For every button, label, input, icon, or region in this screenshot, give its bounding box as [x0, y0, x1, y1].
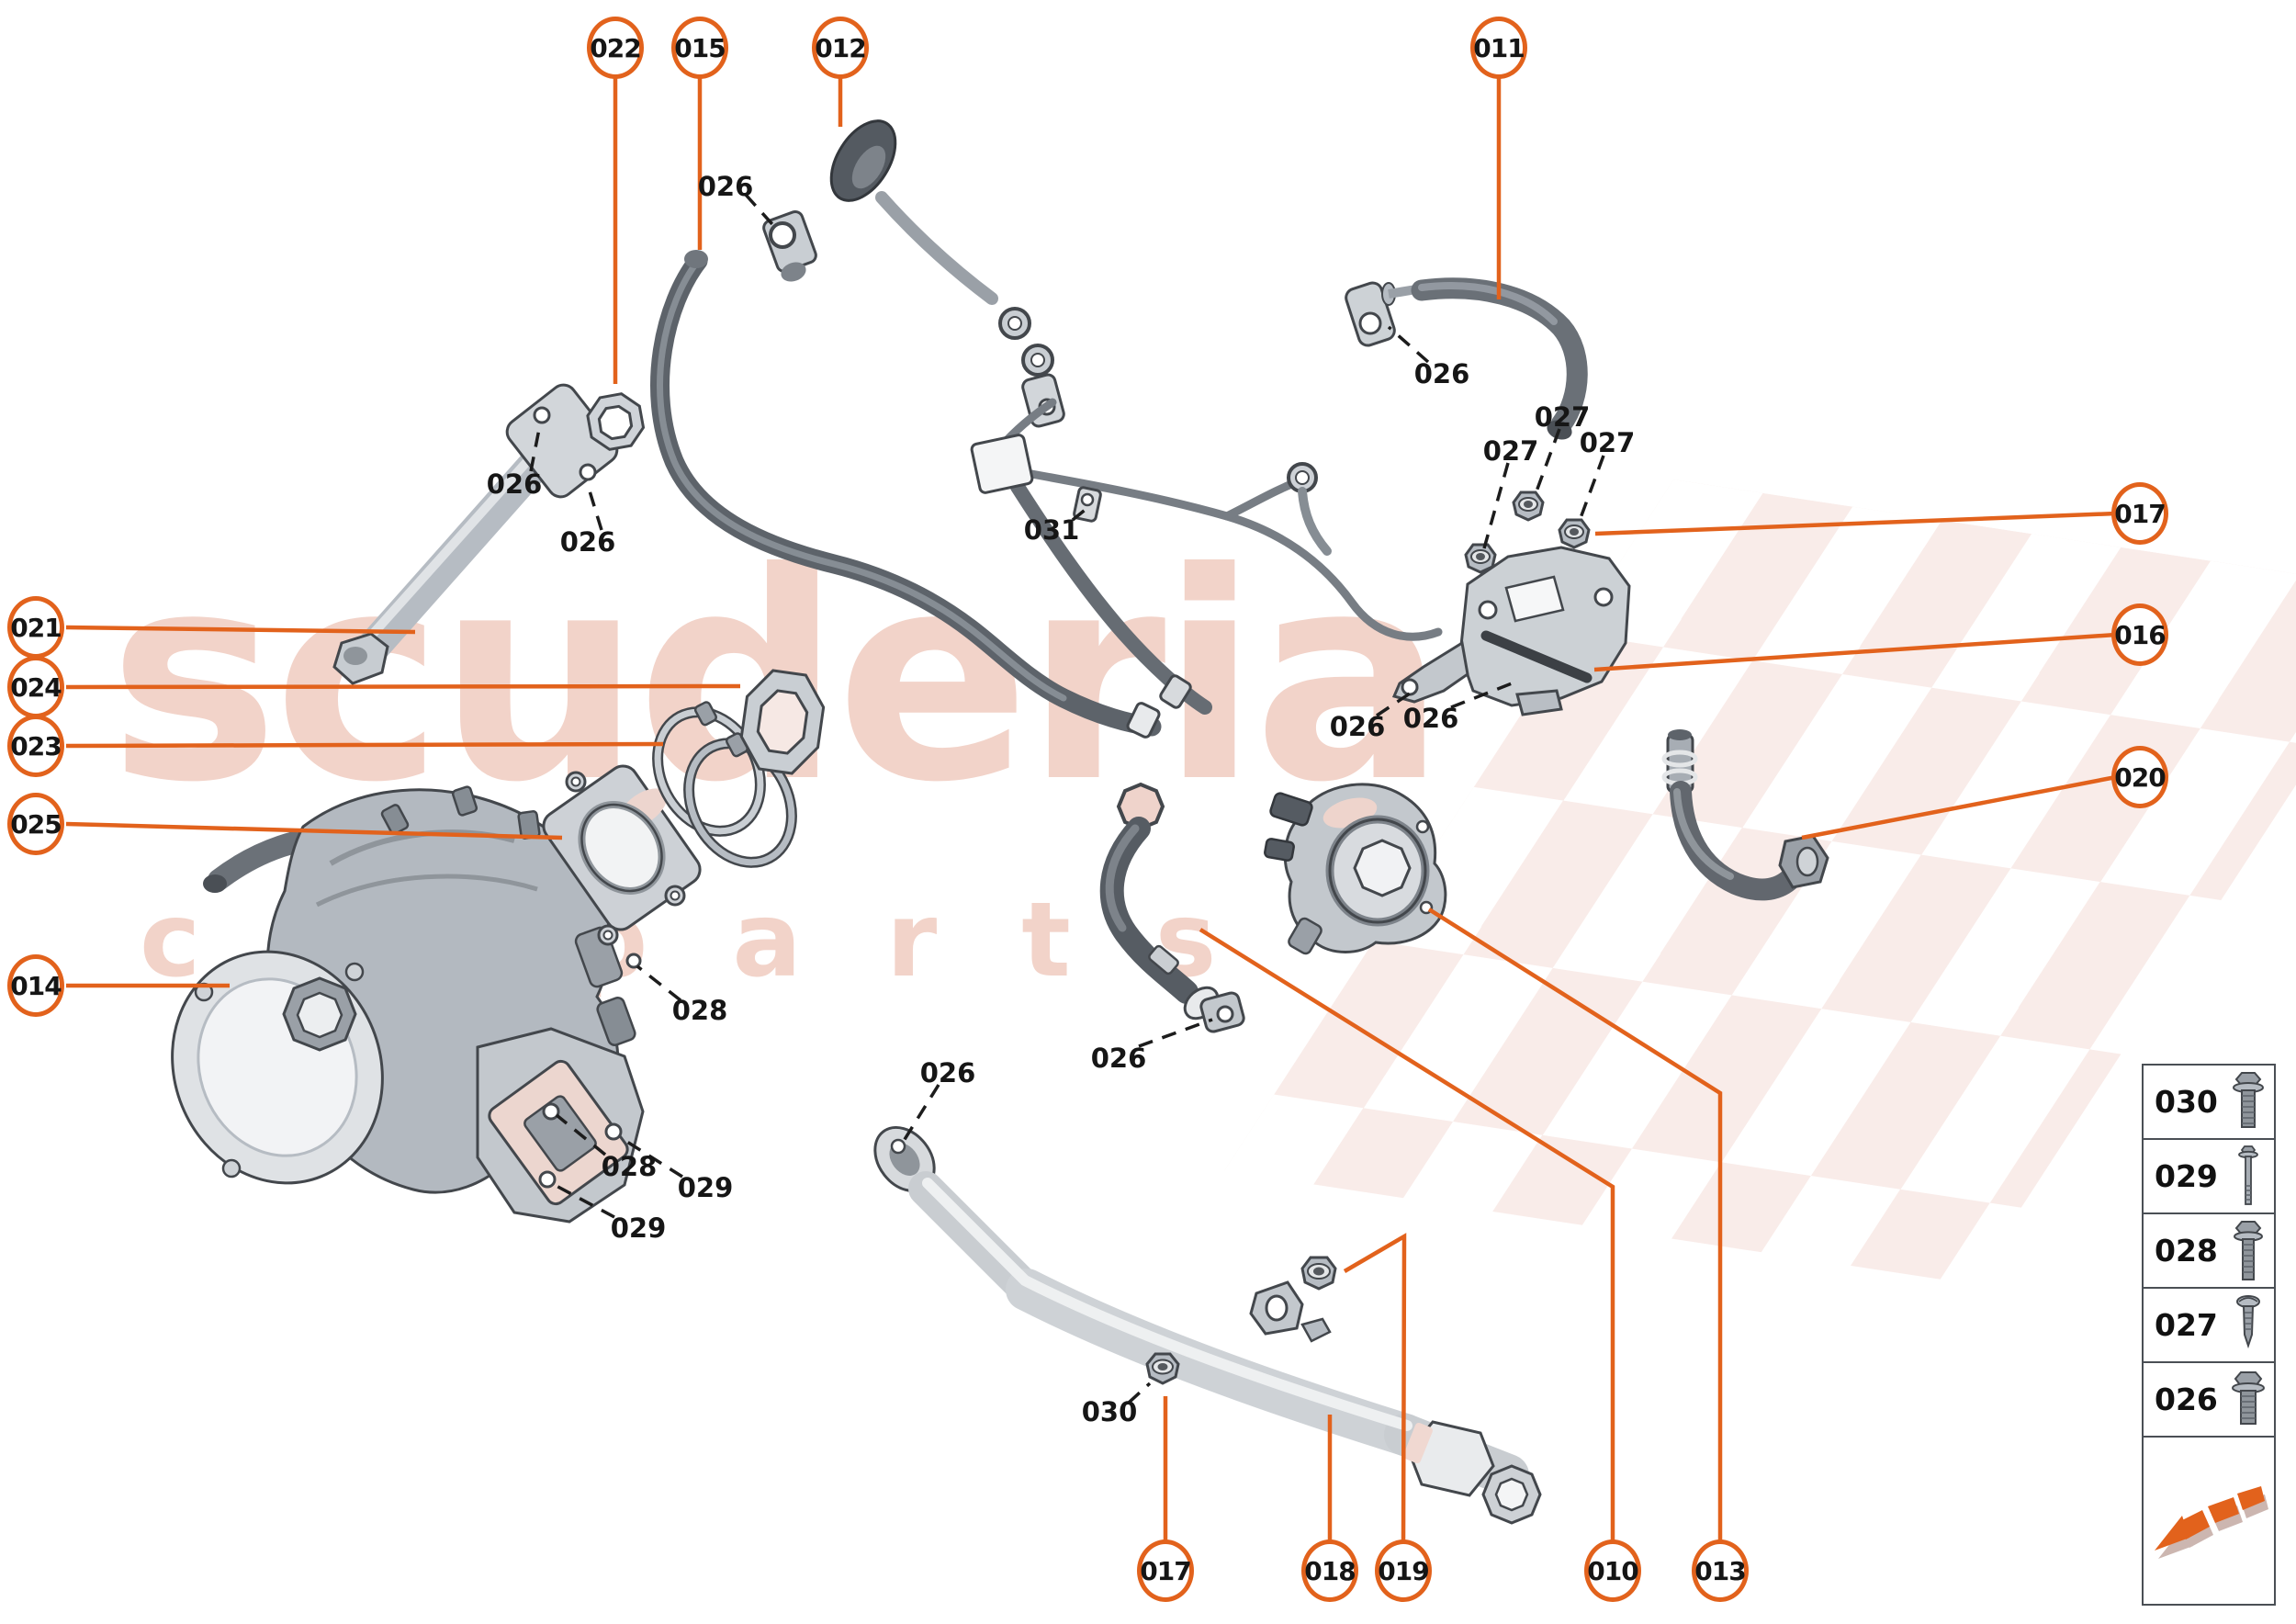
- callout-010[interactable]: 010: [1584, 1539, 1641, 1602]
- callout-018[interactable]: 018: [1301, 1539, 1358, 1602]
- leader-019: [1343, 1233, 1407, 1544]
- legend-row-029[interactable]: 029: [2144, 1140, 2274, 1214]
- hex-flange-bolt-short-icon: [2228, 1365, 2268, 1435]
- part-label-029-plate-b: 029: [610, 1212, 667, 1244]
- fastener-legend: 030 029 028: [2142, 1064, 2276, 1606]
- callout-023[interactable]: 023: [7, 715, 64, 777]
- callout-017-bottom[interactable]: 017: [1137, 1539, 1194, 1602]
- part-020-elbow-hose[interactable]: [1661, 729, 1829, 901]
- callout-025[interactable]: 025: [7, 793, 64, 855]
- leader-024: [65, 683, 741, 690]
- part-label-026-hose015: 026: [697, 171, 754, 202]
- leader-025: [65, 821, 563, 840]
- callout-015[interactable]: 015: [671, 17, 728, 79]
- leader-021: [65, 625, 416, 635]
- hex-flange-bolt-long-icon: [2228, 1216, 2268, 1286]
- part-031-pipe-harness[interactable]: [970, 398, 1443, 715]
- part-label-026-bracketa: 026: [1329, 711, 1386, 742]
- part-019-flange-nut[interactable]: [1300, 1256, 1337, 1291]
- part-label-031: 031: [1023, 514, 1080, 546]
- part-label-027c: 027: [1579, 427, 1636, 458]
- leader-016: [1593, 632, 2117, 672]
- part-label-026-pipe021a: 026: [486, 468, 543, 500]
- part-018-coolant-tube[interactable]: [863, 1116, 1542, 1525]
- part-label-026-bracketb: 026: [1402, 703, 1459, 734]
- brand-arrow-logo: [2144, 1438, 2274, 1604]
- leader-010: [1199, 928, 1615, 1543]
- callout-017-right[interactable]: 017: [2111, 482, 2168, 545]
- part-025-pump-mount-plate[interactable]: [538, 761, 706, 946]
- part-017-flange-nut[interactable]: [1145, 1352, 1180, 1385]
- leader-020: [1801, 774, 2117, 840]
- callout-021[interactable]: 021: [7, 596, 64, 659]
- long-stud-bolt-icon: [2228, 1142, 2268, 1212]
- part-label-028-pump: 028: [671, 995, 728, 1026]
- legend-row-030[interactable]: 030: [2144, 1066, 2274, 1140]
- part-014-secondary-air-pump[interactable]: [138, 785, 645, 1224]
- part-label-026-pipe018: 026: [919, 1057, 976, 1088]
- leader-013: [1427, 908, 1723, 1543]
- callout-013[interactable]: 013: [1692, 1539, 1749, 1602]
- part-013-secondary-air-valve[interactable]: [1264, 783, 1447, 955]
- callout-022[interactable]: 022: [587, 17, 644, 79]
- callout-011[interactable]: 011: [1470, 17, 1527, 79]
- part-label-028-plate: 028: [601, 1151, 658, 1182]
- part-label-030: 030: [1081, 1396, 1138, 1427]
- part-022-gasket-ring[interactable]: [581, 388, 649, 456]
- hex-flange-bolt-icon: [2228, 1067, 2268, 1137]
- part-012-banjo-fitting[interactable]: [818, 109, 1065, 428]
- legend-row-028[interactable]: 028: [2144, 1214, 2274, 1289]
- part-label-026-pipe021b: 026: [559, 526, 616, 558]
- part-label-029-plate-r: 029: [677, 1172, 734, 1203]
- callout-014[interactable]: 014: [7, 954, 64, 1017]
- part-label-027b: 027: [1534, 401, 1591, 433]
- part-015-vacuum-hose[interactable]: [650, 209, 1162, 739]
- part-024-coupling-ring[interactable]: [737, 668, 827, 777]
- legend-row-027[interactable]: 027: [2144, 1289, 2274, 1363]
- part-label-027a: 027: [1482, 435, 1539, 467]
- part-label-026-hose011: 026: [1413, 358, 1470, 389]
- callout-024[interactable]: 024: [7, 656, 64, 718]
- part-label-026-hose010: 026: [1090, 1043, 1147, 1074]
- part-011-breather-hose[interactable]: [1344, 277, 1588, 443]
- leader-023: [65, 741, 664, 749]
- part-027-nuts[interactable]: [1464, 491, 1591, 574]
- callout-012[interactable]: 012: [812, 17, 869, 79]
- legend-row-026[interactable]: 026: [2144, 1363, 2274, 1438]
- part-010-connecting-hose[interactable]: [1099, 782, 1245, 1033]
- self-tapping-screw-icon: [2228, 1291, 2268, 1360]
- callout-020[interactable]: 020: [2111, 746, 2168, 808]
- leader-017-right: [1594, 511, 2117, 536]
- callout-019[interactable]: 019: [1375, 1539, 1432, 1602]
- callout-016[interactable]: 016: [2111, 603, 2168, 666]
